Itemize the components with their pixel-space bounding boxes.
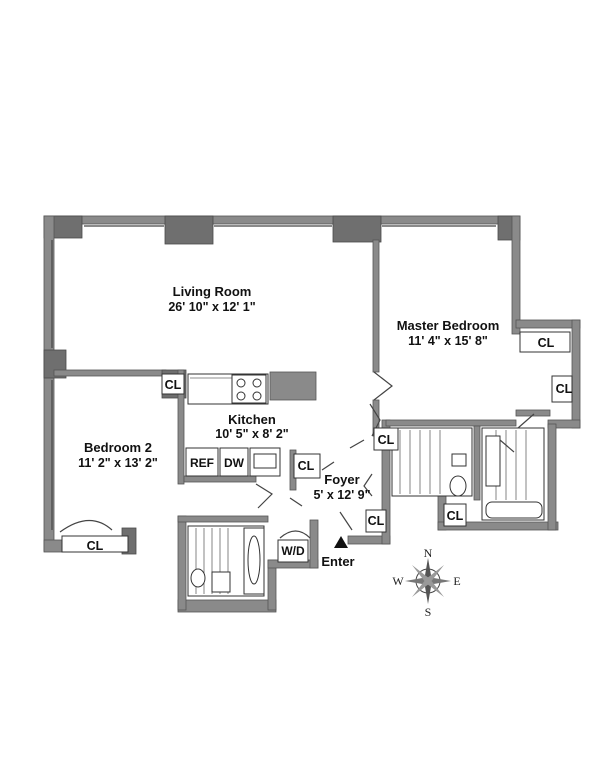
master-bedroom-name: Master Bedroom [397,318,500,333]
living-room-dims: 26' 10" x 12' 1" [168,300,255,314]
entry-marker: Enter [321,536,355,569]
living-room-name: Living Room [173,284,252,299]
bedroom-2-name: Bedroom 2 [84,440,152,455]
kitchen-name: Kitchen [228,412,276,427]
closet-label-master-side: CL [556,382,573,396]
refrigerator-label: REF [190,456,214,470]
closet-label-master-bath: CL [447,509,464,523]
exterior-walls [43,215,581,613]
door-swings [59,371,535,539]
master-bath-fixtures [391,427,545,521]
compass-west: W [392,574,404,588]
room-label-foyer: Foyer 5' x 12' 9" [313,472,370,502]
compass-rose-icon: N S E W [392,546,460,619]
foyer-dims: 5' x 12' 9" [313,488,370,502]
room-label-master-bedroom: Master Bedroom 11' 4" x 15' 8" [397,318,500,348]
closet-label-kitchen: CL [165,378,182,392]
closet-label-foyer-left: CL [298,459,315,473]
closet-label-master-top: CL [538,336,555,350]
bathroom-2-fixtures [187,525,265,597]
room-label-kitchen: Kitchen 10' 5" x 8' 2" [215,412,288,441]
foyer-name: Foyer [324,472,359,487]
entry-arrow-icon [334,536,348,548]
closet-labels: CL CL CL CL CL CL CL CL [61,331,573,553]
closet-label-foyer-top: CL [378,433,395,447]
closet-label-bedroom-2: CL [87,539,104,553]
dishwasher-label: DW [224,456,245,470]
interior-walls [53,239,551,523]
compass-north: N [424,546,433,560]
compass-south: S [425,605,432,619]
bedroom-2-dims: 11' 2" x 13' 2" [78,456,158,470]
appliance-labels: REF DW W/D [190,456,309,563]
closet-label-entry: CL [368,514,385,528]
washer-dryer-label: W/D [281,544,305,558]
master-bedroom-dims: 11' 4" x 15' 8" [408,334,488,348]
kitchen-dims: 10' 5" x 8' 2" [215,427,288,441]
room-label-living-room: Living Room 26' 10" x 12' 1" [168,284,255,314]
entry-label: Enter [321,554,354,569]
compass-east: E [453,574,460,588]
room-label-bedroom-2: Bedroom 2 11' 2" x 13' 2" [78,440,158,470]
kitchen-fixtures [185,373,281,477]
